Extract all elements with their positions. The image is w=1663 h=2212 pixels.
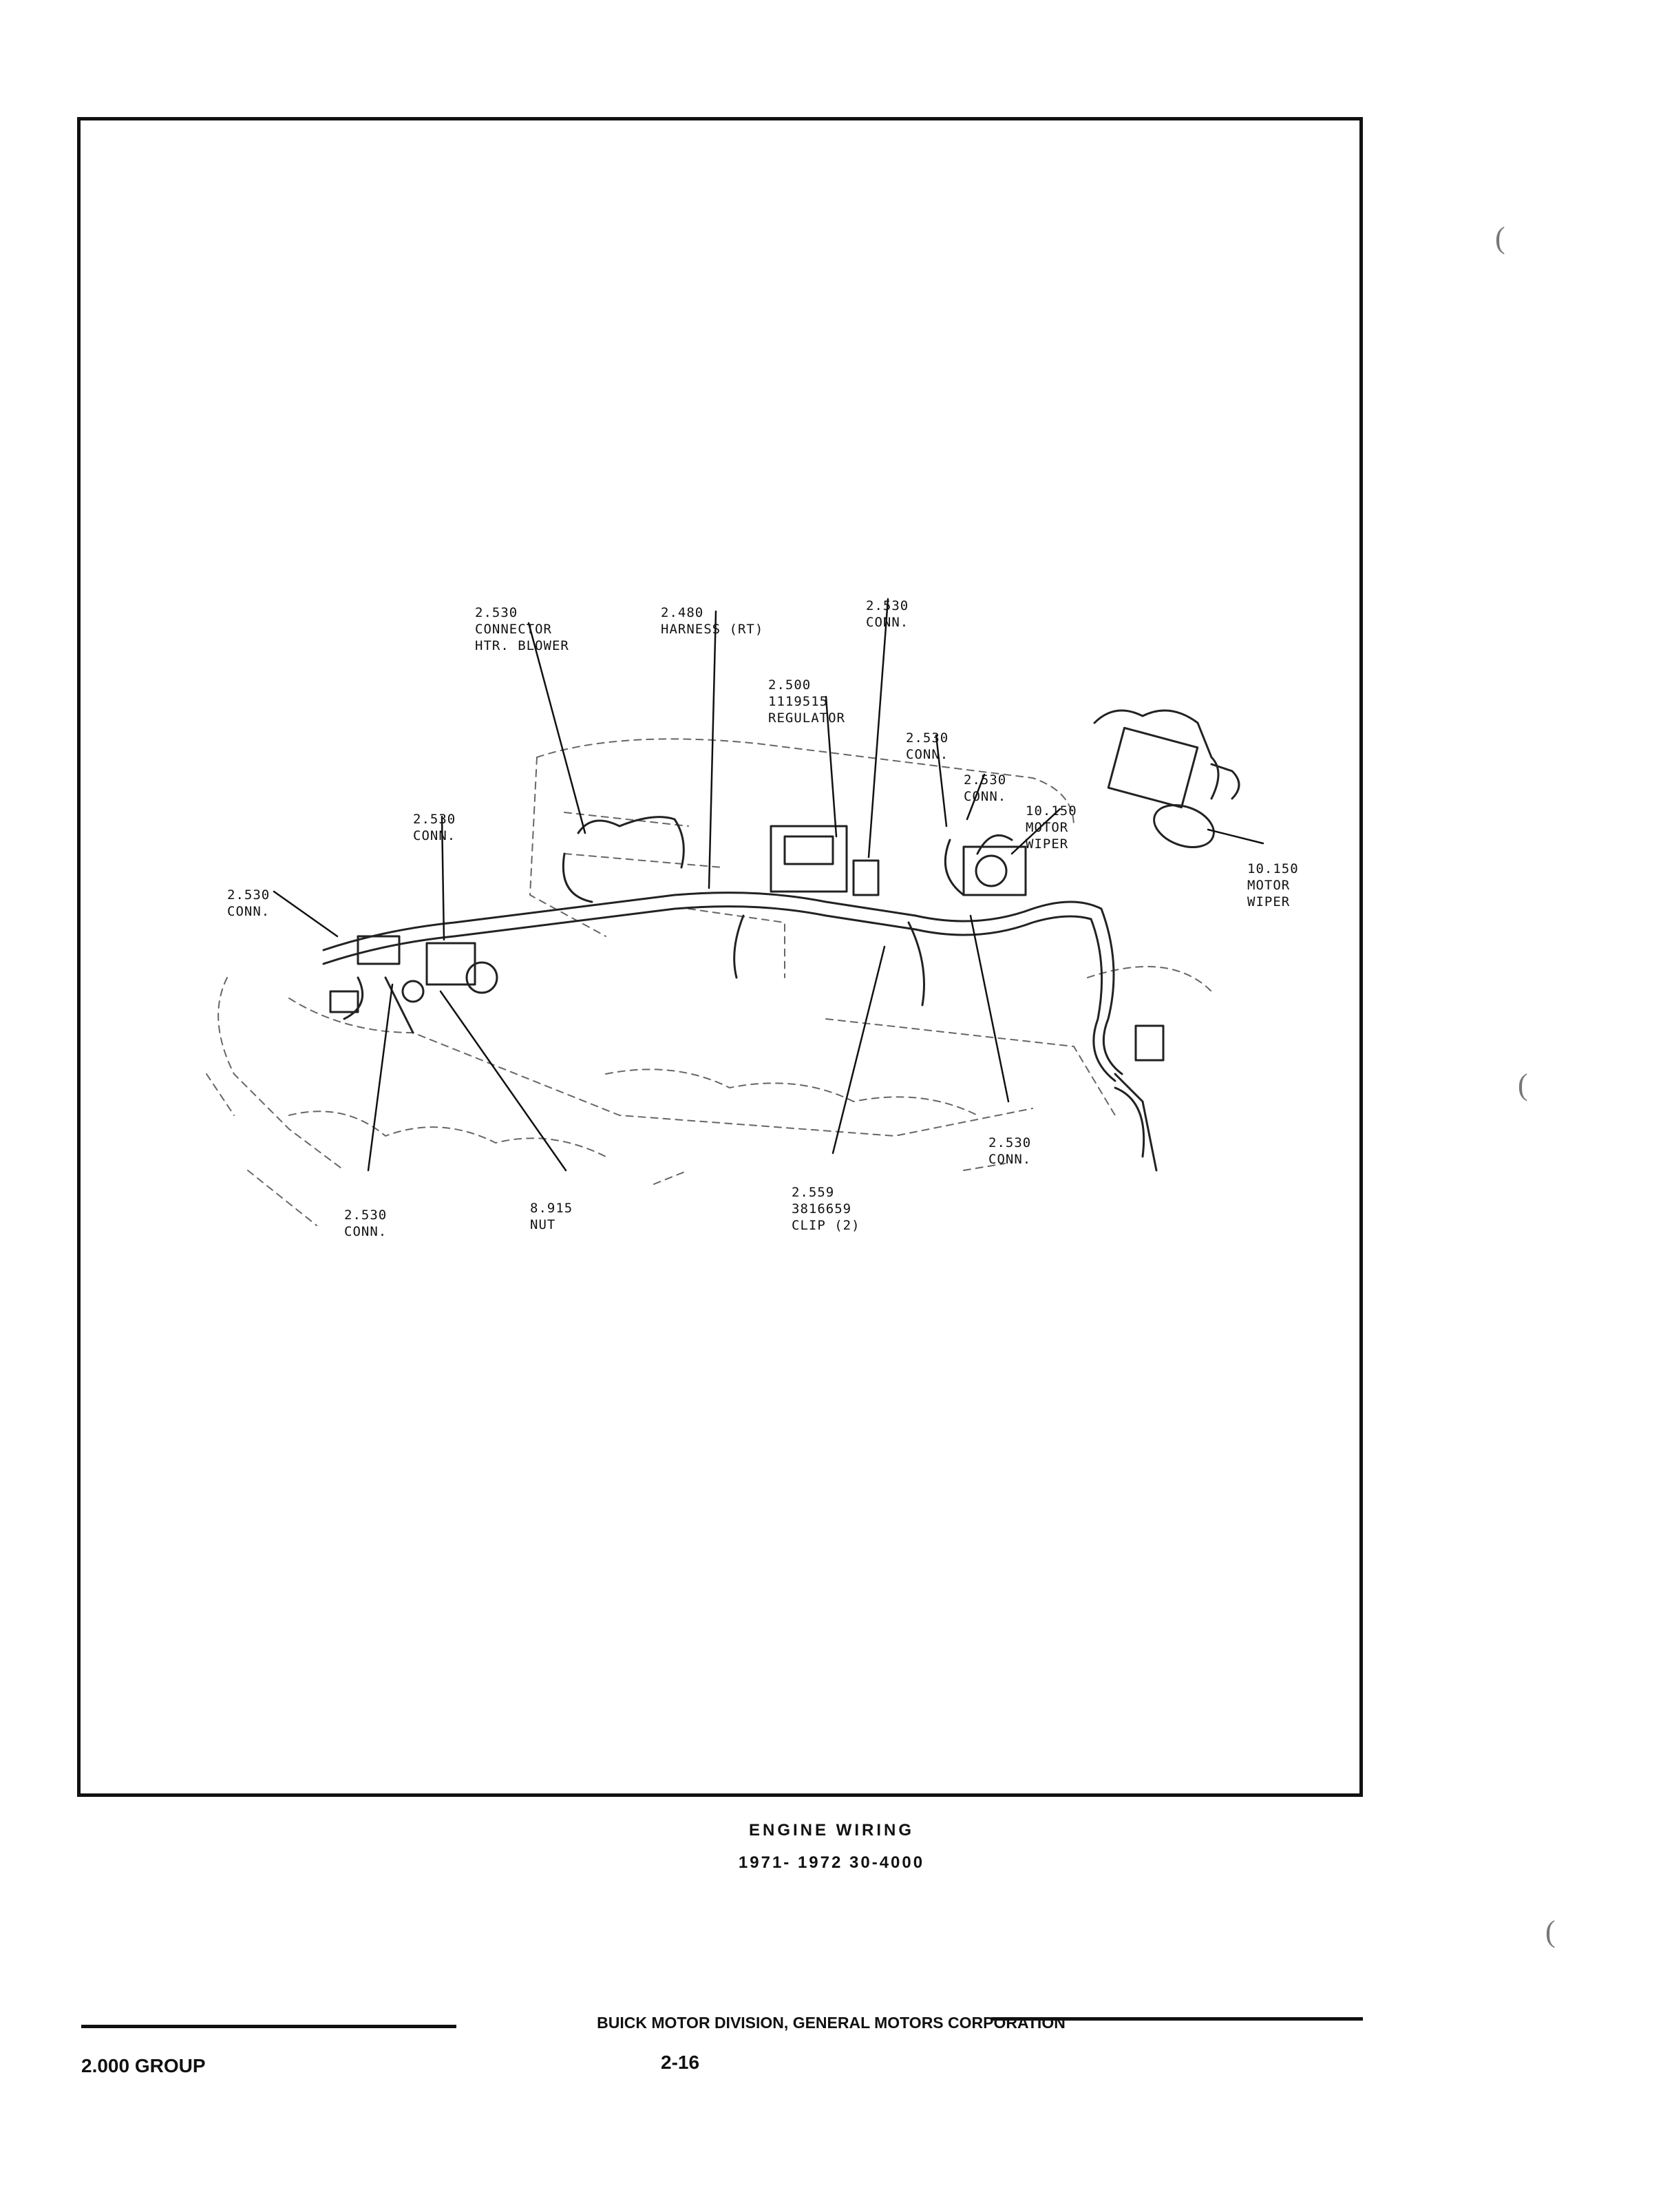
bottom-right-connector: [1114, 1024, 1165, 1158]
footer-rule-right: [991, 2017, 1363, 2021]
left-components: [329, 935, 498, 1013]
binder-hole-mark-bottom: (: [1545, 1915, 1556, 1948]
wiper-motor-body: [962, 845, 1027, 896]
leader-lines: [273, 598, 1264, 1172]
group-label: 2.000 GROUP: [81, 2055, 206, 2076]
page-number: 2-16: [661, 2052, 700, 2073]
wiper-motor-detail: [1093, 709, 1240, 848]
branch-wires: [343, 816, 1013, 1034]
figure-title: ENGINE WIRING: [748, 1821, 914, 1840]
figure-subtitle: 1971- 1972 30-4000: [738, 1853, 925, 1872]
binder-hole-mark-middle: (: [1518, 1068, 1528, 1102]
publisher-line: BUICK MOTOR DIVISION, GENERAL MOTORS COR…: [597, 2014, 1066, 2032]
binder-hole-mark-top: (: [1495, 221, 1505, 255]
regulator-body: [770, 825, 880, 896]
main-harness: [322, 892, 1158, 1172]
footer-rule-left: [81, 2025, 456, 2028]
figure-frame: [77, 117, 1363, 1797]
